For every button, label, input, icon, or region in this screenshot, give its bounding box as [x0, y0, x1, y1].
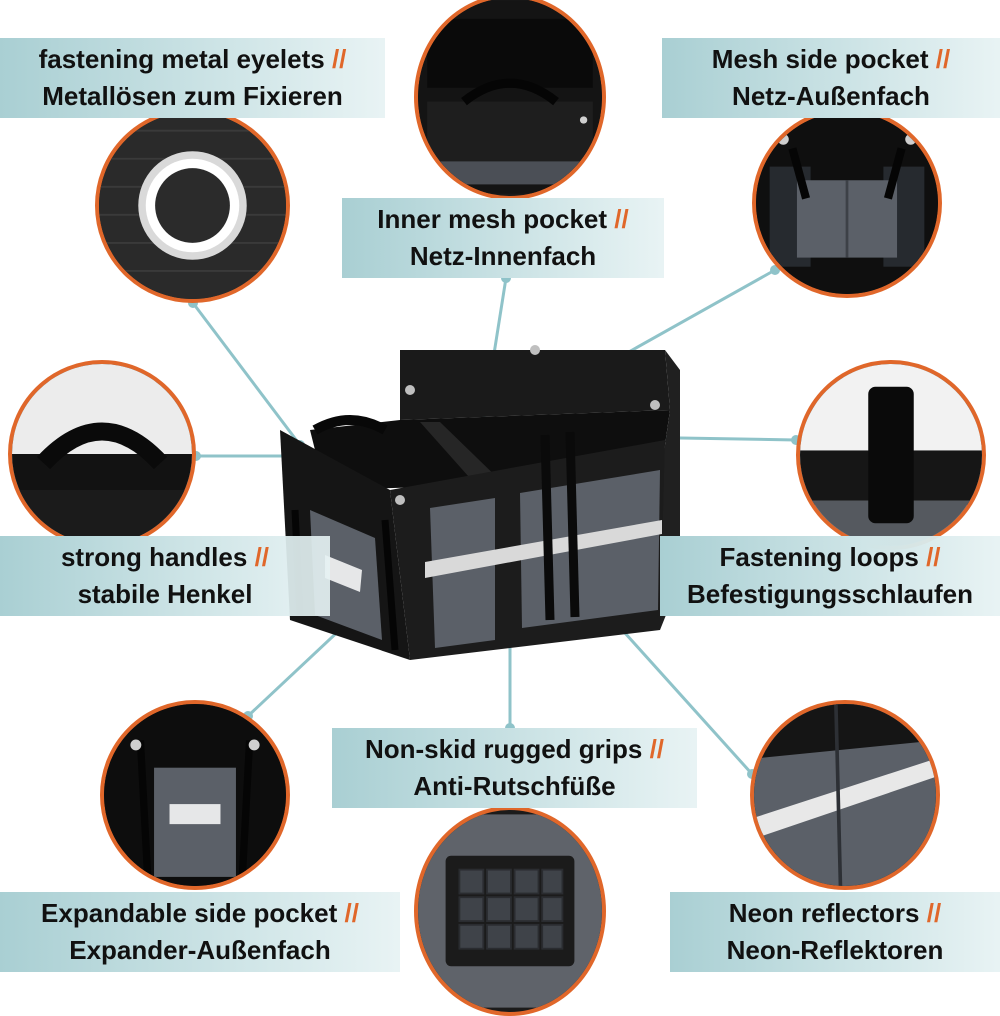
connector-expandable	[246, 623, 347, 718]
trunk-organizer-illustration	[280, 345, 680, 660]
label-mesh-side-pocket: Mesh side pocket // Netz-Außenfach	[662, 38, 1000, 118]
label-line-en: fastening metal eyelets //	[38, 44, 347, 74]
label-line-en: Inner mesh pocket //	[377, 204, 629, 234]
label-line-de: Metallösen zum Fixieren	[42, 81, 343, 111]
label-line-en: Expandable side pocket //	[41, 898, 359, 928]
detail-fastening-loops-image	[796, 360, 986, 550]
label-line-de: Netz-Außenfach	[732, 81, 930, 111]
detail-mesh-pocket-image	[752, 108, 942, 298]
label-fastening-loops: Fastening loops // Befestigungsschlaufen	[660, 536, 1000, 616]
label-expandable-side-pocket: Expandable side pocket // Expander-Außen…	[0, 892, 400, 972]
label-line-en: Fastening loops //	[719, 542, 941, 572]
label-line-en: strong handles //	[60, 542, 270, 572]
label-line-de: stabile Henkel	[77, 579, 253, 609]
detail-neon-reflector-image	[750, 700, 940, 890]
detail-non-skid-grips-image	[414, 806, 606, 1016]
connector-eyelets	[191, 302, 302, 446]
connector-mesh-side	[617, 268, 776, 360]
label-line-de: Befestigungsschlaufen	[686, 579, 974, 609]
label-neon-reflectors: Neon reflectors // Neon-Reflektoren	[670, 892, 1000, 972]
label-inner-mesh-pocket: Inner mesh pocket // Netz-Innenfach	[342, 198, 664, 278]
label-line-en: Neon reflectors //	[728, 898, 942, 928]
label-line-en: Mesh side pocket //	[711, 44, 951, 74]
label-fastening-eyelets: fastening metal eyelets // Metallösen zu…	[0, 38, 385, 118]
label-line-en: Non-skid rugged grips //	[364, 734, 665, 764]
label-line-de: Netz-Innenfach	[409, 241, 597, 271]
detail-eyelet-image	[95, 108, 290, 303]
label-line-de: Anti-Rutschfüße	[413, 771, 616, 801]
detail-expandable-pocket-image	[100, 700, 290, 890]
label-strong-handles: strong handles // stabile Henkel	[0, 536, 330, 616]
detail-handle-image	[8, 360, 196, 548]
label-line-de: Neon-Reflektoren	[726, 935, 944, 965]
label-non-skid-grips: Non-skid rugged grips // Anti-Rutschfüße	[332, 728, 697, 808]
detail-inner-pocket-image	[414, 0, 606, 200]
label-line-de: Expander-Außenfach	[69, 935, 331, 965]
